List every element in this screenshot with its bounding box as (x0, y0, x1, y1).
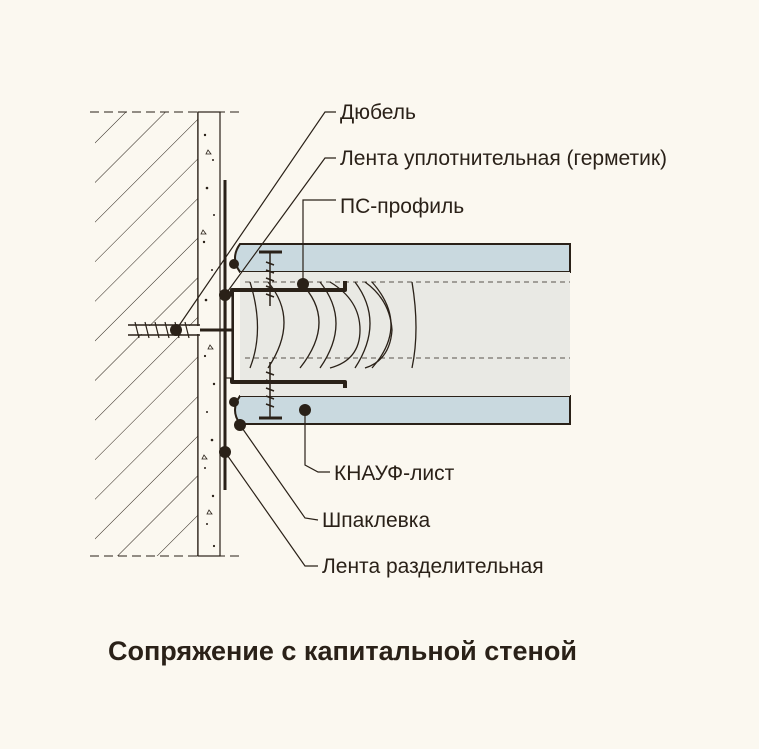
knauf-board-top (234, 243, 571, 273)
putty-joints (229, 259, 239, 407)
leader-lines (175, 111, 336, 567)
diagram-title: Сопряжение с капитальной стеной (108, 636, 577, 666)
label-knauf-sheet: КНАУФ-лист (334, 462, 455, 485)
screw-top (259, 250, 282, 306)
label-dowel: Дюбель (340, 101, 416, 124)
knauf-board-bottom (234, 395, 571, 425)
label-separating-tape: Лента разделительная (322, 555, 544, 578)
label-putty: Шпаклевка (322, 509, 430, 532)
insulation (240, 272, 570, 396)
label-sealing-tape: Лента уплотнительная (герметик) (340, 147, 667, 170)
sealing-tape (225, 295, 233, 379)
label-ps-profile: ПС-профиль (340, 195, 464, 218)
screw-bottom (259, 362, 282, 420)
